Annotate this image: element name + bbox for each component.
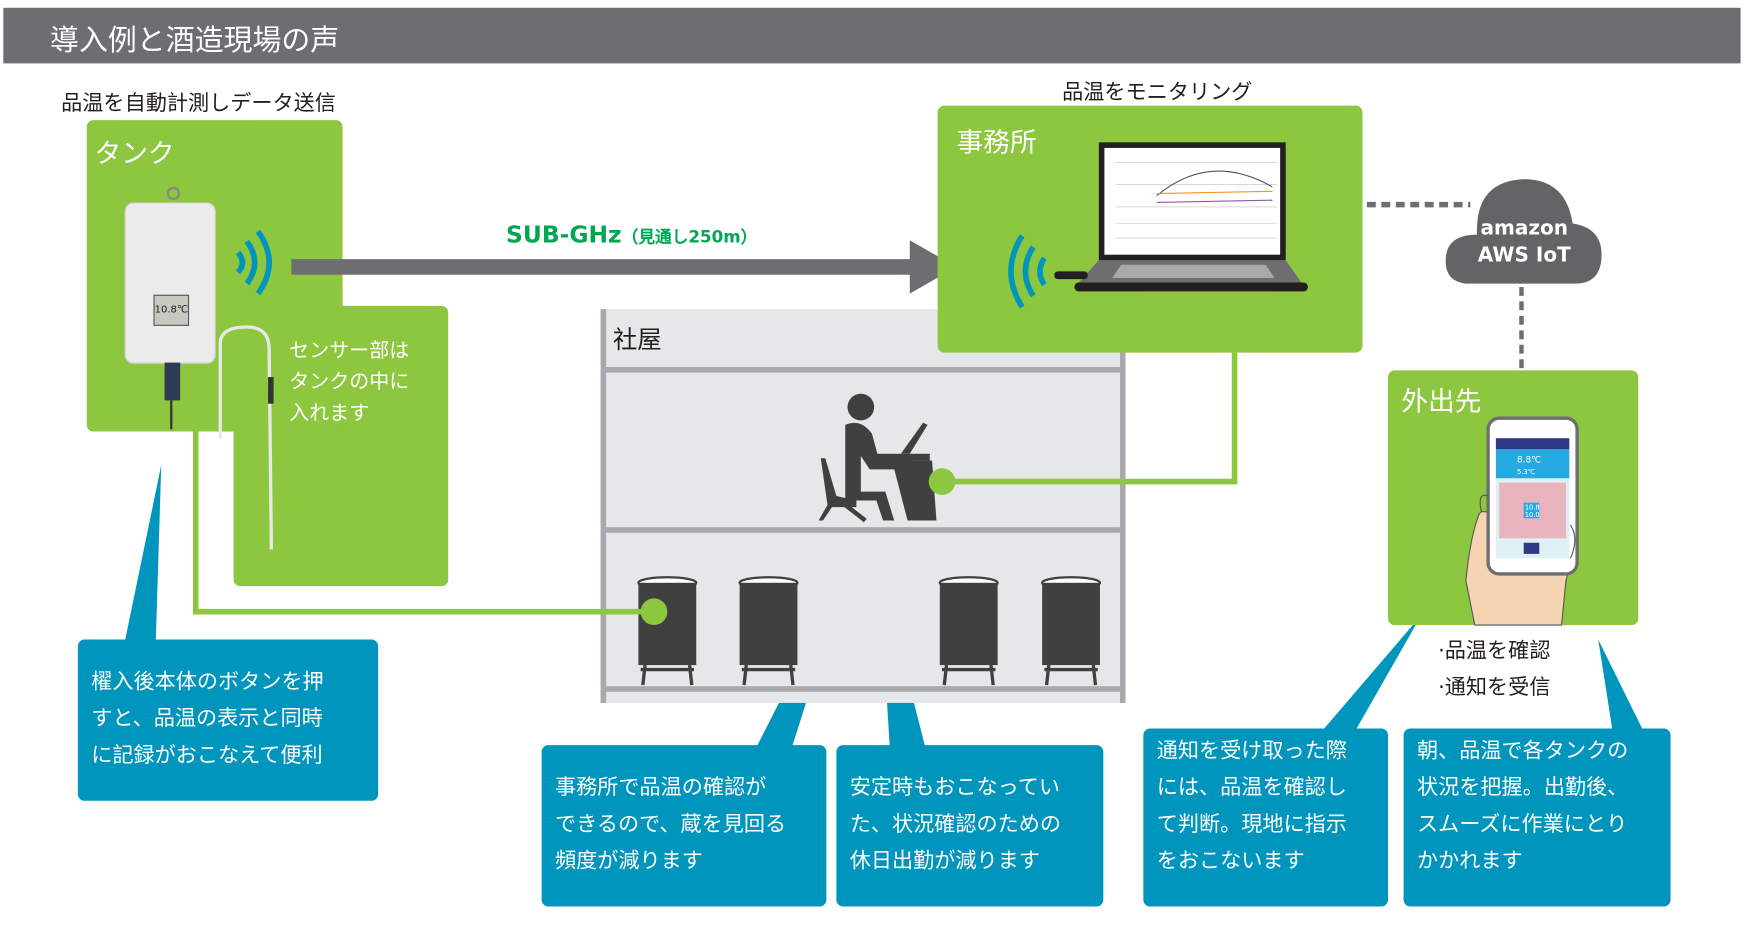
caption-confirm: ·品温を確認 <box>1438 638 1551 663</box>
phone-value-4: 10.0 <box>1525 511 1540 519</box>
callout-notification: 通知を受け取った際 には、品温を確認し て判断。現地に指示 をおこないます <box>1143 728 1389 907</box>
tank-box-join <box>222 289 343 432</box>
wireless-signal-icon <box>235 229 272 296</box>
brewing-tank-icon <box>738 576 799 686</box>
sensor-probe-icon <box>164 186 274 550</box>
callout-line: 通知を受け取った際 <box>1156 738 1347 763</box>
building-title: 社屋 <box>612 326 662 355</box>
radio-arrow <box>291 259 915 275</box>
cloud-line-2: AWS IoT <box>1477 243 1571 267</box>
callout-line: スムーズに作業にとり <box>1416 811 1628 837</box>
callout-holiday: 安定時もおこなってい た、状況確認のための 休日出勤が減ります <box>836 745 1104 907</box>
callout-line: 頻度が減ります <box>554 848 703 874</box>
sensor-note-line: センサー部は <box>289 339 410 363</box>
shelf-line <box>606 686 1120 692</box>
callout-office-check: 事務所で品温の確認が できるので、蔵を見回る 頻度が減ります <box>541 745 827 907</box>
brewing-tank-icon <box>1041 576 1102 686</box>
phone-value-3: 10.8 <box>1525 503 1540 511</box>
tank-link-line <box>192 431 654 615</box>
radio-band: SUB-GHz <box>506 221 622 249</box>
callout-line: すと、品温の表示と同時 <box>91 706 323 731</box>
cloud-label: amazon AWS IoT <box>1444 216 1605 269</box>
page-title: 導入例と酒造現場の声 <box>50 24 340 58</box>
callout-line: 事務所で品温の確認が <box>554 775 767 800</box>
callout-line: 櫂入後本体のボタンを押 <box>91 669 324 695</box>
hand-holding-phone-icon: 8.8℃ 5.3℃ 10.8 10.0 <box>1465 416 1579 626</box>
callout-line: た、状況確認のための <box>849 811 1062 837</box>
person-at-desk-icon <box>818 393 937 523</box>
logger-device: 10.8℃ <box>124 202 216 364</box>
callout-line: 状況を把握。出勤後、 <box>1416 775 1629 800</box>
office-link-line <box>942 352 1238 485</box>
caption-monitoring: 品温をモニタリング <box>1062 80 1253 105</box>
outside-box-title: 外出先 <box>1401 385 1482 418</box>
office-link-dot <box>928 468 956 495</box>
callout-line: をおこないます <box>1156 848 1305 874</box>
cloud-line-1: amazon <box>1480 216 1569 241</box>
sensor-note: センサー部は タンクの中に 入れます <box>289 336 409 429</box>
phone-temp-1: 8.8℃ <box>1517 456 1541 466</box>
radio-arrow-head <box>909 240 957 294</box>
caption-auto-measure: 品温を自動計測しデータ送信 <box>61 91 336 116</box>
caption-notify: ·通知を受信 <box>1438 675 1551 700</box>
brewing-tank-icon <box>938 576 999 686</box>
callout-button-record: 櫂入後本体のボタンを押 すと、品温の表示と同時 に記録がおこなえて便利 <box>77 639 379 801</box>
sensor-note-line: 入れます <box>289 401 370 425</box>
callout-line: 朝、品温で各タンクの <box>1416 738 1629 763</box>
callout-line: に記録がおこなえて便利 <box>91 742 323 768</box>
tank-link-dot <box>640 598 668 626</box>
callout-line: には、品温を確認し <box>1156 775 1347 800</box>
callout-line: 休日出勤が減ります <box>849 848 1040 874</box>
callout-line: て判断。現地に指示 <box>1156 811 1347 837</box>
wireless-signal-icon <box>1008 234 1047 309</box>
sensor-note-line: タンクの中に <box>289 370 410 394</box>
callout-line: かかれます <box>1416 848 1523 874</box>
shelf-line <box>606 367 1120 373</box>
office-box-title: 事務所 <box>956 126 1037 158</box>
cloud-icon <box>1445 179 1602 284</box>
device-display: 10.8℃ <box>153 294 190 326</box>
callout-line: 安定時もおこなってい <box>849 775 1060 800</box>
callout-morning: 朝、品温で各タンクの 状況を把握。出勤後、 スムーズに作業にとり かかれます <box>1403 728 1671 907</box>
header-bar: 導入例と酒造現場の声 <box>3 7 1741 64</box>
phone-temp-2: 5.3℃ <box>1517 468 1535 476</box>
laptop-icon <box>1054 142 1308 292</box>
tank-box-title: タンク <box>94 137 175 170</box>
radio-range: （見通し250m） <box>621 226 758 247</box>
radio-label: SUB-GHz（見通し250m） <box>506 221 757 248</box>
brewing-tank-icon <box>637 576 698 686</box>
callout-line: できるので、蔵を見回る <box>554 811 787 837</box>
shelf-line <box>606 527 1120 533</box>
pointer-5 <box>1598 639 1644 732</box>
